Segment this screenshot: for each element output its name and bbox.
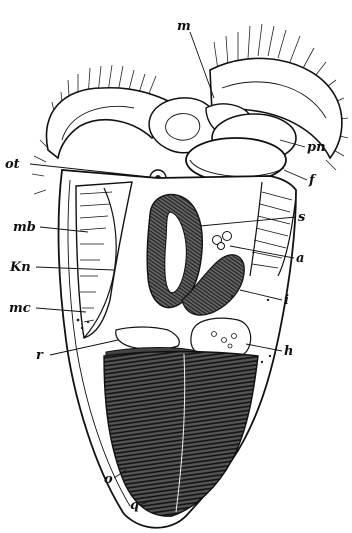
label-m: m [177, 20, 191, 33]
label-o: o [104, 473, 113, 486]
leader-m [190, 32, 214, 98]
label-kn: Kn [10, 261, 31, 274]
label-a: a [296, 252, 304, 265]
label-f: f [309, 174, 315, 187]
label-mb: mb [13, 221, 36, 234]
label-ot: ot [5, 158, 20, 171]
label-q: q [130, 499, 139, 512]
label-s: s [298, 211, 305, 224]
label-mc: mc [9, 302, 31, 315]
leader-f [284, 170, 307, 180]
label-h: h [284, 345, 293, 358]
label-pn: pn [307, 141, 326, 154]
label-i: i [284, 294, 289, 307]
label-r: r [36, 349, 43, 362]
